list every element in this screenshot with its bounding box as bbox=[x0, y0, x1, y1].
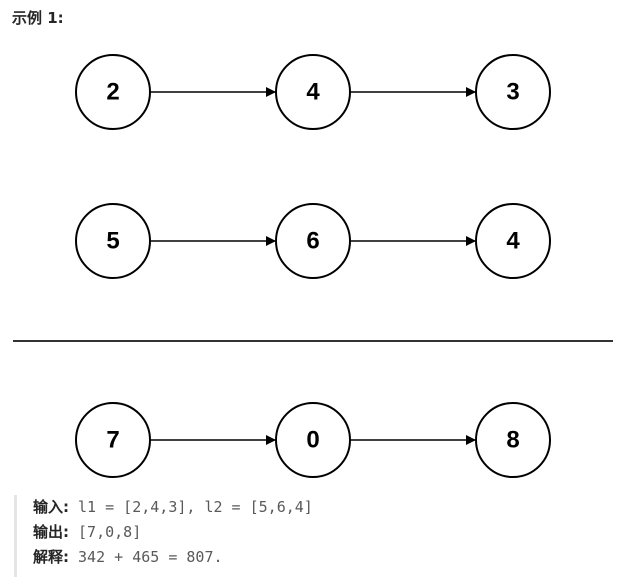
node-result-1: 7 bbox=[75, 402, 151, 478]
example-explanation: 输入: l1 = [2,4,3], l2 = [5,6,4] 输出: [7,0,… bbox=[14, 495, 614, 577]
node-result-3: 8 bbox=[475, 402, 551, 478]
node-label: 8 bbox=[506, 427, 519, 454]
linked-list-diagram: 2 4 3 5 6 4 7 bbox=[13, 54, 613, 478]
node-label: 0 bbox=[306, 427, 319, 454]
node-label: 4 bbox=[506, 228, 520, 255]
node-l2-3: 4 bbox=[475, 203, 551, 279]
explain-label: 解释: bbox=[33, 548, 69, 566]
node-result-2: 0 bbox=[275, 402, 351, 478]
node-l1-2: 4 bbox=[275, 54, 351, 130]
input-line: 输入: l1 = [2,4,3], l2 = [5,6,4] bbox=[33, 495, 614, 520]
node-label: 3 bbox=[506, 79, 519, 106]
node-label: 6 bbox=[306, 228, 319, 255]
node-label: 4 bbox=[306, 79, 320, 106]
output-label: 输出: bbox=[33, 523, 69, 541]
node-l1-1: 2 bbox=[75, 54, 151, 130]
node-l1-3: 3 bbox=[475, 54, 551, 130]
node-label: 5 bbox=[106, 228, 119, 255]
list-l1: 2 4 3 bbox=[75, 54, 551, 130]
node-l2-1: 5 bbox=[75, 203, 151, 279]
list-l2: 5 6 4 bbox=[75, 203, 551, 279]
output-value: [7,0,8] bbox=[69, 523, 142, 541]
node-label: 2 bbox=[106, 79, 119, 106]
example-title: 示例 1: bbox=[12, 9, 64, 27]
node-l2-2: 6 bbox=[275, 203, 351, 279]
explain-line: 解释: 342 + 465 = 807. bbox=[33, 545, 614, 570]
explain-value: 342 + 465 = 807. bbox=[69, 548, 223, 566]
node-label: 7 bbox=[106, 427, 119, 454]
output-line: 输出: [7,0,8] bbox=[33, 520, 614, 545]
input-value: l1 = [2,4,3], l2 = [5,6,4] bbox=[69, 498, 313, 516]
input-label: 输入: bbox=[33, 498, 69, 516]
list-result: 7 0 8 bbox=[75, 402, 551, 478]
